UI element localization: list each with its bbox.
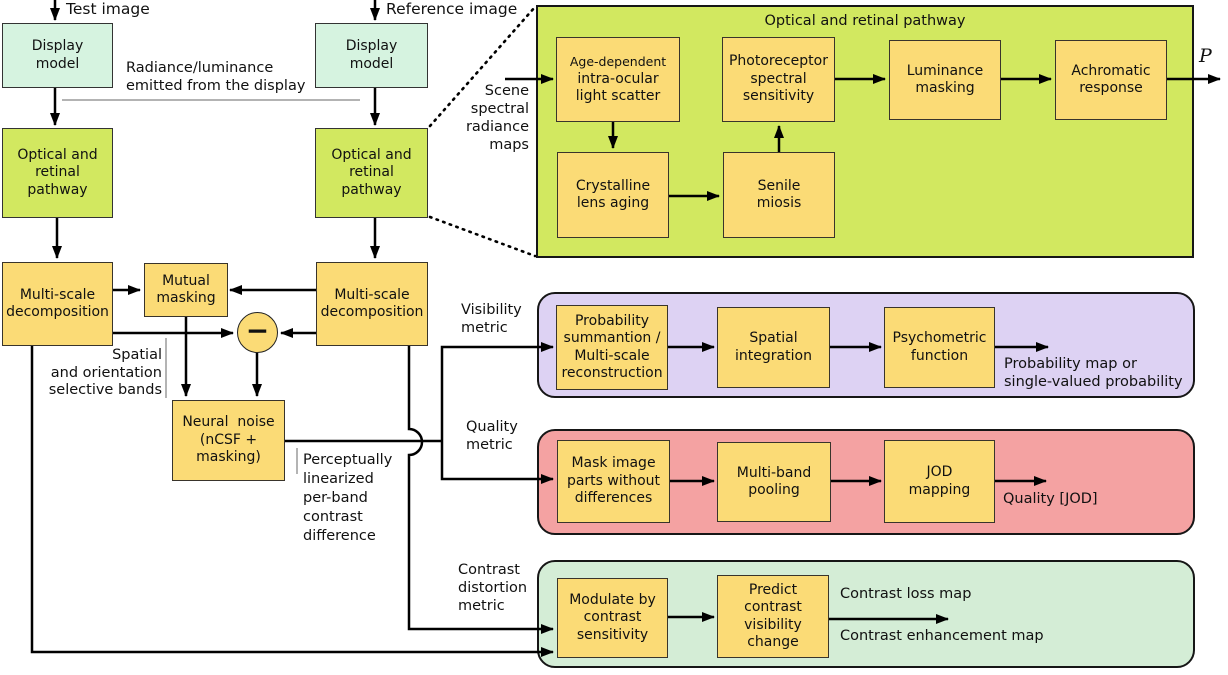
label-scene-spectral-radiance: Scene spectral radiance maps <box>465 83 529 153</box>
box-spatial-integration: Spatial integration <box>717 307 830 388</box>
note-radiance-luminance: Radiance/luminance emitted from the disp… <box>126 60 306 94</box>
box-jod-mapping: JOD mapping <box>884 440 995 523</box>
box-neural-noise: Neural noise (nCSF + masking) <box>172 400 285 481</box>
label-quality-metric: Quality metric <box>466 419 518 453</box>
label-quality-output: Quality [JOD] <box>1003 491 1098 507</box>
note-perceptually-linearized: Perceptually linearized per-band contras… <box>303 452 393 544</box>
box-optical-retinal-pathway-test: Optical and retinal pathway <box>2 128 113 218</box>
box-psychometric-function: Psychometric function <box>884 307 995 388</box>
box-senile-miosis: Senile miosis <box>723 152 835 238</box>
box-optical-retinal-pathway-ref: Optical and retinal pathway <box>315 128 428 218</box>
box-modulate-contrast-sensitivity: Modulate by contrast sensitivity <box>557 578 668 658</box>
box-age-dependent-light-scatter: Age-dependent intra-ocular light scatter <box>556 37 680 122</box>
box-mutual-masking: Mutual masking <box>144 263 228 317</box>
label-visibility-metric: Visibility metric <box>461 302 522 336</box>
box-photoreceptor-spectral-sensitivity: Photoreceptor spectral sensitivity <box>722 37 835 122</box>
box-achromatic-response: Achromatic response <box>1055 40 1167 120</box>
dotted-link-bottom <box>428 215 537 258</box>
box-probability-summation: Probability summantion / Multi-scale rec… <box>556 305 668 390</box>
age-dependent-line1: Age-dependent <box>569 54 667 70</box>
box-luminance-masking: Luminance masking <box>889 40 1001 120</box>
label-output-p: P <box>1199 45 1212 67</box>
label-test-image: Test image <box>66 0 150 18</box>
box-mask-image-parts: Mask image parts without differences <box>557 440 670 523</box>
panel-optical-retinal-title: Optical and retinal pathway <box>764 13 966 29</box>
label-reference-image: Reference image <box>386 0 518 18</box>
box-multiscale-decomposition-ref: Multi-scale decomposition <box>316 262 428 346</box>
subtract-node: − <box>237 312 278 353</box>
label-contrast-loss-map: Contrast loss map <box>840 586 972 602</box>
age-dependent-line2: intra-ocular light scatter <box>575 70 661 105</box>
box-display-model-ref: Display model <box>315 23 428 88</box>
box-crystalline-lens-aging: Crystalline lens aging <box>557 152 669 238</box>
label-contrast-enhancement-map: Contrast enhancement map <box>840 628 1044 644</box>
note-spatial-orientation-bands: Spatial and orientation selective bands <box>48 347 162 398</box>
label-probability-output: Probability map or single-valued probabi… <box>1004 356 1183 390</box>
box-display-model-test: Display model <box>2 23 113 88</box>
box-predict-contrast-visibility: Predict contrast visibility change <box>717 575 829 658</box>
box-multiband-pooling: Multi-band pooling <box>717 442 831 522</box>
label-contrast-distortion-metric: Contrast distortion metric <box>458 562 528 614</box>
box-multiscale-decomposition-test: Multi-scale decomposition <box>2 262 113 346</box>
